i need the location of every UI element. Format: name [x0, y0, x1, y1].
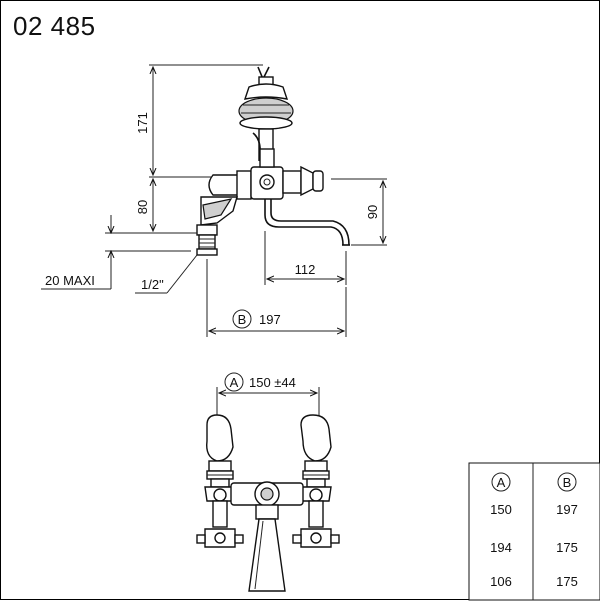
table-header-b: B [563, 475, 572, 490]
dim-body-height: 80 [135, 200, 150, 214]
dim-b-value: 197 [259, 312, 281, 327]
centre-body-icon [230, 481, 304, 592]
dim-b-letter: B [238, 312, 247, 327]
table-cell: 106 [490, 574, 512, 589]
dim-spout-drop: 90 [365, 205, 380, 219]
dim-thread: 1/2" [141, 277, 164, 292]
side-view: 171 80 20 MAXI 1/2" 90 [41, 64, 387, 337]
table-cell: 175 [556, 574, 578, 589]
table-cell: 150 [490, 502, 512, 517]
table-cell: 194 [490, 540, 512, 555]
left-valve-icon [196, 414, 244, 548]
table-header-a: A [497, 475, 506, 490]
drawing-reference-number: 02 485 [13, 11, 96, 41]
dimension-table: A B 150 197 194 175 106 175 [468, 462, 600, 601]
spout-icon [264, 199, 344, 246]
table-cell: 197 [556, 502, 578, 517]
mixer-body-icon [196, 148, 324, 256]
dim-a-value: 150 ±44 [249, 375, 296, 390]
shower-head-icon [238, 66, 294, 162]
front-view: A 150 ±44 [196, 372, 340, 592]
right-valve-icon [292, 414, 340, 548]
dim-deck-thickness: 20 MAXI [45, 273, 95, 288]
dim-spout-reach: 112 [295, 262, 316, 277]
dim-height-top: 171 [135, 112, 150, 134]
table-cell: 175 [556, 540, 578, 555]
dim-a-letter: A [230, 375, 239, 390]
